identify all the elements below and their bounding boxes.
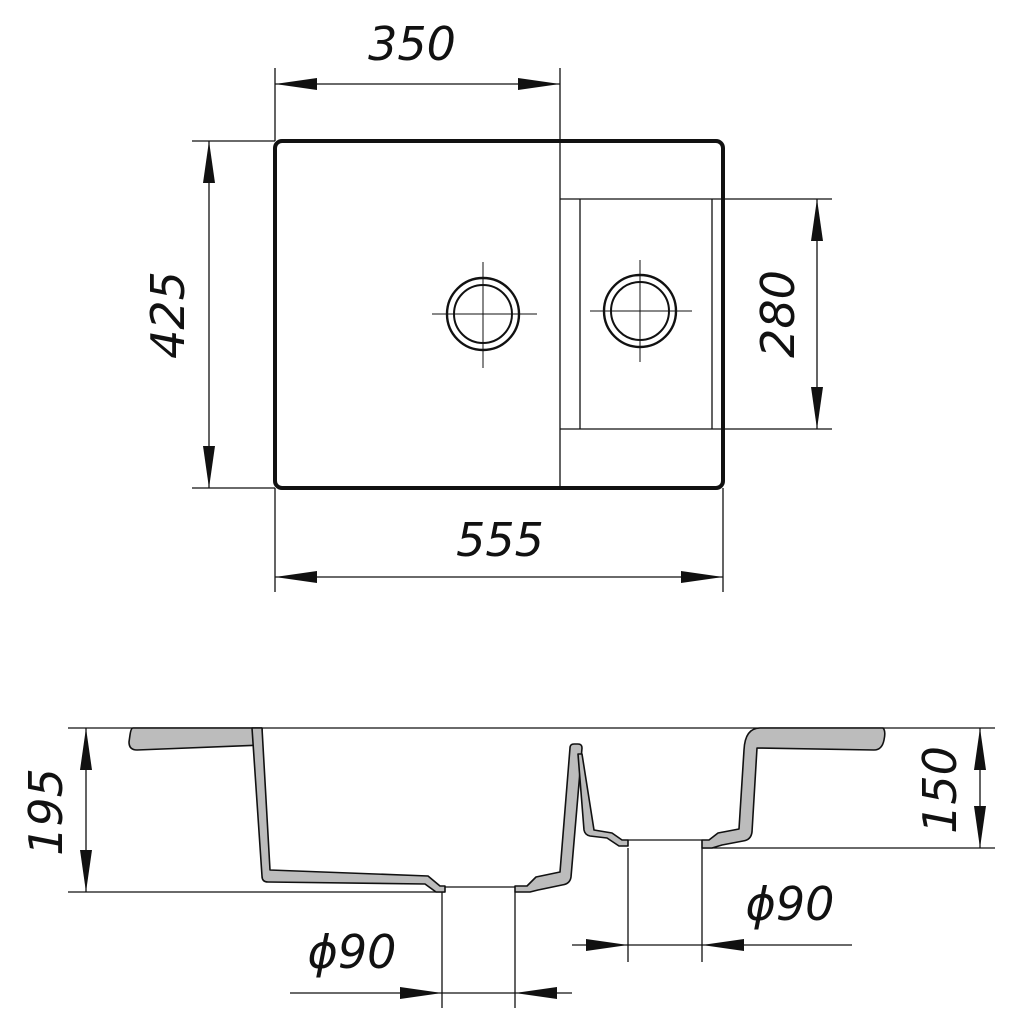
dimension-150: 150 bbox=[913, 728, 986, 848]
dimension-425: 425 bbox=[141, 140, 275, 489]
dimension-drain-left: ϕ90 bbox=[290, 925, 572, 999]
dimension-350: 350 bbox=[274, 17, 561, 141]
dimension-555-label: 555 bbox=[456, 513, 544, 567]
section-view: 195 150 ϕ90 ϕ90 bbox=[19, 727, 995, 1008]
dimension-150-label: 150 bbox=[913, 746, 967, 834]
section-large-bowl bbox=[251, 727, 446, 893]
section-right-flange bbox=[701, 727, 886, 849]
dimension-280: 280 bbox=[723, 198, 832, 430]
section-divider-wall bbox=[514, 743, 583, 893]
drain-right-top bbox=[590, 260, 692, 362]
sink-outline bbox=[273, 139, 725, 490]
small-bowl bbox=[560, 198, 723, 430]
dimension-drain-left-label: ϕ90 bbox=[308, 925, 397, 979]
section-left-flange bbox=[128, 727, 263, 751]
dimension-195: 195 bbox=[19, 728, 92, 892]
dimension-drain-right-label: ϕ90 bbox=[746, 877, 835, 931]
top-view: 350 555 425 280 bbox=[141, 17, 832, 592]
section-small-bowl bbox=[577, 753, 629, 847]
dimension-425-label: 425 bbox=[141, 271, 195, 359]
dimension-drain-right: ϕ90 bbox=[572, 877, 852, 951]
dimension-280-label: 280 bbox=[751, 270, 805, 358]
dimension-195-label: 195 bbox=[19, 768, 73, 856]
dimension-555: 555 bbox=[274, 488, 724, 592]
dimension-350-label: 350 bbox=[368, 17, 456, 71]
drain-left-top bbox=[432, 262, 537, 368]
